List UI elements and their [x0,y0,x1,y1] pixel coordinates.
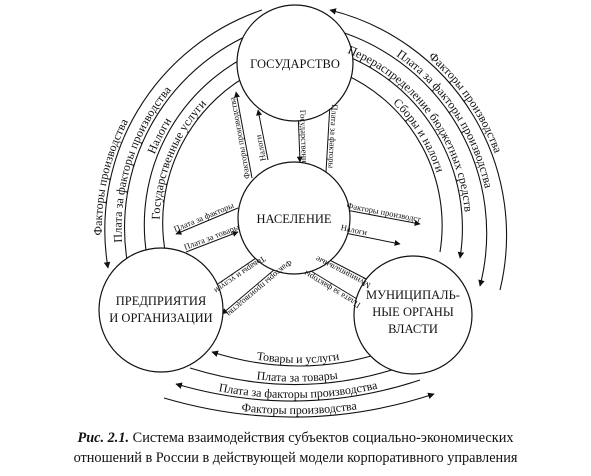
node-state-label: ГОСУДАРСТВО [250,57,340,71]
node-population: НАСЕЛЕНИЕ [237,161,351,275]
node-enterprises-label-1: ПРЕДПРИЯТИЯ [116,294,207,308]
caption-text-2: отношений в России в действующей модели … [73,450,518,466]
node-municipal-label-2: НЫЕ ОРГАНЫ [372,305,454,319]
population-municipal-label: Факторы производства [0,0,422,224]
caption-text-1: Система взаимодействия субъектов социаль… [132,430,514,446]
outer-bottom-labels: Товары и услуги Плата за товары Плата за… [218,349,379,417]
figure-caption: Рис. 2.1. Система взаимодействия субъект… [0,428,591,468]
outer-bottom-label: Плата за товары [256,368,338,385]
node-enterprises-label-2: И ОРГАНИЗАЦИИ [109,311,212,325]
node-municipal-label-1: МУНИЦИПАЛЬ- [366,288,460,302]
outer-bottom-label: Товары и услуги [256,349,341,366]
node-enterprises: ПРЕДПРИЯТИЯ И ОРГАНИЗАЦИИ [98,247,224,373]
caption-number: Рис. 2.1. [77,430,130,446]
caption-line-1: Рис. 2.1. Система взаимодействия субъект… [0,428,591,448]
node-municipal: МУНИЦИПАЛЬ- НЫЕ ОРГАНЫ ВЛАСТИ [353,255,473,375]
outer-bottom-label: Факторы производства [241,398,358,417]
economic-relations-diagram: ГОСУДАРСТВО НАСЕЛЕНИЕ ПРЕДПРИЯТИЯ И ОРГА… [0,0,508,418]
node-state: ГОСУДАРСТВО [236,4,354,122]
node-municipal-label-3: ВЛАСТИ [388,322,438,336]
node-population-label: НАСЕЛЕНИЕ [256,212,331,226]
population-municipal-arrow [339,231,401,245]
